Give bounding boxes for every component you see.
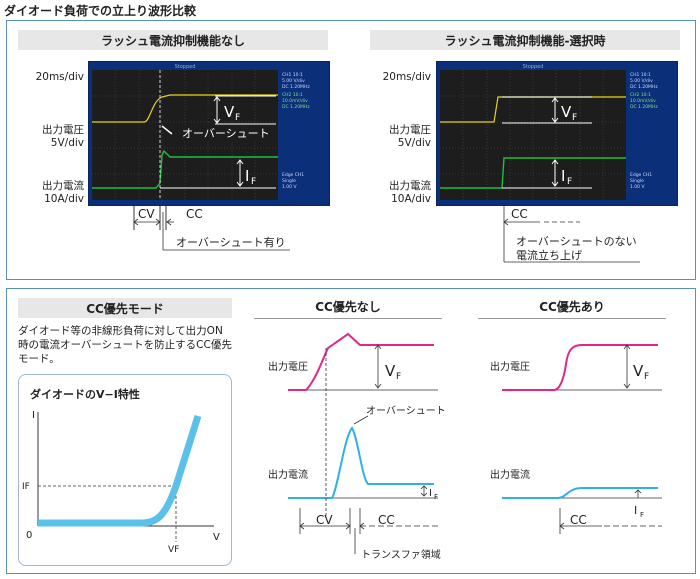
cc-on-cc: CC bbox=[570, 513, 587, 527]
vi-curve-chart: I V 0 IF VF bbox=[22, 410, 220, 555]
left-scope-trig-2: Single bbox=[282, 178, 296, 184]
right-scope-ch2-1: CH2 10:1 bbox=[630, 92, 651, 98]
left-time-div: 20ms/div bbox=[35, 71, 84, 83]
cc-on-diagram: 出力電圧 V F 出力電流 I F CC bbox=[490, 344, 662, 534]
right-cc-label: CC bbox=[511, 207, 528, 221]
right-current-trace bbox=[440, 157, 626, 189]
left-scope-ch1-1: CH1 10:1 bbox=[282, 72, 303, 78]
left-overshoot-label: オーバーシュート bbox=[182, 127, 270, 140]
left-scope-ch1-3: DC 1.20MHz bbox=[282, 84, 310, 90]
cc-off-transfer-label: トランスファ領域 bbox=[361, 548, 441, 561]
cc-off-cv: CV bbox=[316, 513, 333, 527]
right-scope-trig-2: Single bbox=[630, 178, 644, 184]
right-scope-ch2-2: 10.0mV/div bbox=[630, 98, 656, 104]
vi-curve bbox=[38, 414, 202, 527]
left-scope-trig-3: 1.00 V bbox=[282, 184, 297, 190]
cc-off-voltage-label: 出力電圧 bbox=[268, 360, 308, 373]
right-scope-title: Stopped bbox=[523, 64, 544, 70]
vi-y-axis-label: I bbox=[32, 410, 35, 421]
left-current-trace bbox=[92, 149, 278, 189]
cc-off-if: I bbox=[429, 488, 432, 499]
cc-mode-header: CC優先モード bbox=[18, 298, 232, 318]
cc-off-diagram: 出力電圧 V F オーバーシュート 出力電流 I F CV CC トランスファ領… bbox=[268, 332, 446, 561]
left-vf: V bbox=[224, 103, 235, 121]
vi-vf-label: VF bbox=[168, 545, 179, 555]
cc-mode-description: ダイオード等の非線形負荷に対して出力ON 時の電流オーバーシュートを防止するCC… bbox=[18, 325, 232, 365]
right-scope-trig-1: Edge CH1 bbox=[630, 172, 652, 178]
right-vf-sub: F bbox=[572, 113, 577, 123]
left-if: I bbox=[245, 167, 249, 185]
cc-off-vf-sub: F bbox=[396, 372, 401, 382]
right-scope-ch2-3: DC 1.20MHz bbox=[630, 104, 658, 110]
vi-characteristic-box bbox=[18, 374, 232, 566]
left-scope-trig-1: Edge CH1 bbox=[282, 172, 304, 178]
right-scope-ch1-2: 5.00 V/div bbox=[630, 78, 653, 84]
vi-if-label: IF bbox=[22, 482, 30, 492]
cc-off-current-label: 出力電流 bbox=[268, 468, 308, 481]
left-vf-sub: F bbox=[235, 113, 240, 123]
right-vf: V bbox=[561, 103, 572, 121]
top-right-annotations: V F I F CC オーバーシュートのない 電流立ち上げ bbox=[502, 96, 640, 263]
left-overshoot-present: オーバーシュート有り bbox=[176, 235, 286, 249]
vi-title: ダイオードのV−I特性 bbox=[30, 388, 140, 401]
right-scope-trig-3: 1.00 V bbox=[630, 184, 645, 190]
right-scope-ch1-1: CH1 10:1 bbox=[630, 72, 651, 78]
right-if: I bbox=[561, 167, 565, 185]
cc-on-current-label: 出力電流 bbox=[490, 468, 530, 481]
page-title: ダイオード負荷での立上り波形比較 bbox=[4, 4, 197, 18]
left-scope-ch2-1: CH2 10:1 bbox=[282, 92, 303, 98]
cc-off-if-sub: F bbox=[434, 493, 438, 501]
right-oscilloscope: Stopped CH1 10:1 5.00 V/div DC 1.20MHz C… bbox=[436, 61, 678, 206]
right-if-sub: F bbox=[567, 177, 572, 187]
right-no-overshoot-1: オーバーシュートのない bbox=[516, 235, 637, 248]
cc-off-vf: V bbox=[385, 362, 396, 380]
top-annotations: V F オーバーシュート I F CV CC オーバーシュート有り bbox=[133, 95, 290, 251]
right-time-div: 20ms/div bbox=[382, 71, 431, 83]
cc-on-vf-sub: F bbox=[644, 372, 649, 382]
left-scope-ch2-2: 10.0mV/div bbox=[282, 98, 308, 104]
left-cc-label: CC bbox=[186, 207, 203, 221]
cc-off-current-trace bbox=[288, 426, 434, 499]
right-scope-ch1-3: DC 1.20MHz bbox=[630, 84, 658, 90]
left-if-sub: F bbox=[251, 177, 256, 187]
top-right-header: ラッシュ電流抑制機能-選択時 bbox=[370, 30, 680, 50]
top-left-header: ラッシュ電流抑制機能なし bbox=[18, 30, 328, 50]
cc-off-cc: CC bbox=[378, 513, 395, 527]
left-scope-title: Stopped bbox=[175, 64, 196, 70]
cc-off-title: CC優先なし bbox=[254, 298, 442, 319]
left-voltage-trace bbox=[92, 94, 278, 123]
left-scope-ch1-2: 5.00 V/div bbox=[282, 78, 305, 84]
cc-off-overshoot-label: オーバーシュート bbox=[366, 405, 446, 417]
cc-on-if: I bbox=[634, 504, 637, 517]
cc-on-voltage-trace bbox=[502, 344, 658, 391]
cc-off-voltage-trace bbox=[288, 332, 434, 391]
cc-on-current-trace bbox=[502, 487, 658, 499]
right-no-overshoot-2: 電流立ち上げ bbox=[516, 248, 582, 262]
left-scope-ch2-3: DC 1.20MHz bbox=[282, 104, 310, 110]
vi-x-axis-label: V bbox=[213, 532, 220, 543]
cc-on-voltage-label: 出力電圧 bbox=[490, 360, 530, 373]
left-cv-label: CV bbox=[138, 207, 155, 221]
vi-origin-label: 0 bbox=[26, 530, 32, 541]
cc-on-vf: V bbox=[633, 362, 644, 380]
cc-on-title: CC優先あり bbox=[478, 298, 666, 319]
cc-on-if-sub: F bbox=[640, 511, 644, 519]
